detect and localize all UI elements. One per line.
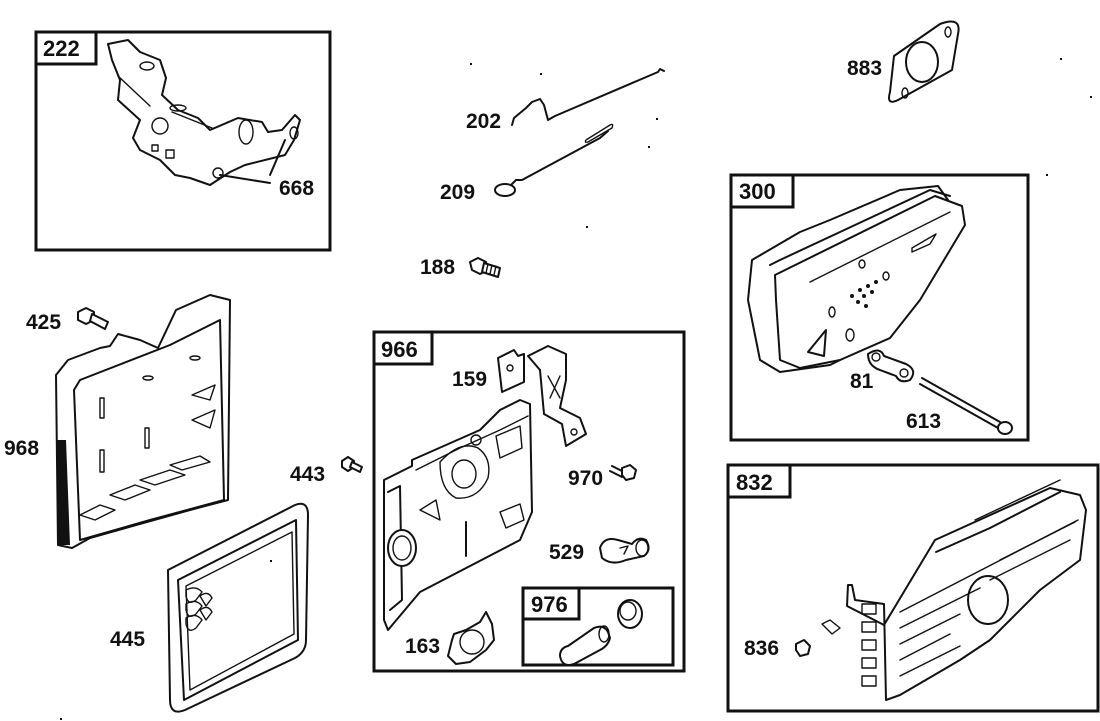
breather-grommet[interactable] [617,599,643,629]
part-970-screw[interactable] [609,464,637,481]
box-label-300[interactable]: 300 [739,179,776,204]
part-label-445[interactable]: 445 [110,628,145,651]
breather-tube[interactable] [559,625,611,666]
box-label-frame [726,463,792,499]
part-label-188[interactable]: 188 [420,256,455,279]
part-label-883[interactable]: 883 [847,57,882,80]
part-425-bolt[interactable] [77,307,109,330]
part-529-elbow[interactable] [599,537,650,564]
box-label-frame [729,173,795,209]
group-976-breather-kit: 976 [521,586,675,667]
part-445-air-filter[interactable] [167,502,309,713]
box-label-976[interactable]: 976 [531,592,568,617]
group-300-muffler: 300 81 613 [729,173,1030,442]
part-188-bolt[interactable] [469,257,501,278]
muffler-drawing[interactable] [747,185,966,373]
part-202-governor-link[interactable] [511,68,665,126]
box-label-222[interactable]: 222 [43,36,80,61]
part-label-970[interactable]: 970 [568,467,603,490]
group-frame [34,30,332,252]
part-label-202[interactable]: 202 [466,110,501,133]
group-966-air-cleaner-base: 966 159 970 [372,330,686,673]
part-label-159[interactable]: 159 [452,368,487,391]
part-883-exhaust-gasket[interactable] [888,20,960,103]
group-frame [372,330,686,673]
box-label-frame [521,586,581,621]
part-label-209[interactable]: 209 [440,181,475,204]
part-label-529[interactable]: 529 [549,541,584,564]
part-613-screw[interactable] [919,377,1013,435]
box-label-frame [372,330,434,366]
part-label-836[interactable]: 836 [744,637,779,660]
air-cleaner-base-drawing[interactable] [383,399,533,631]
part-label-668[interactable]: 668 [279,177,314,200]
box-label-832[interactable]: 832 [736,470,773,495]
scan-noise [60,58,1092,720]
part-label-968[interactable]: 968 [4,437,39,460]
box-label-frame [34,30,98,66]
group-222-carburetor: 222 668 [34,30,332,252]
part-159-bracket[interactable] [497,345,587,447]
part-label-425[interactable]: 425 [26,311,61,334]
muffler-guard-drawing[interactable] [821,479,1087,701]
part-163-gasket[interactable] [447,611,495,665]
group-frame [729,173,1030,442]
part-209-governor-spring[interactable] [494,123,614,197]
part-81-gasket[interactable] [867,349,915,383]
group-frame [521,586,675,667]
part-836-screw[interactable] [795,639,811,657]
group-frame [726,463,1100,713]
carburetor-drawing[interactable] [107,39,301,186]
part-label-163[interactable]: 163 [405,635,440,658]
box-label-966[interactable]: 966 [381,337,418,362]
part-label-443[interactable]: 443 [290,463,325,486]
group-832-muffler-guard: 832 836 [726,463,1100,713]
part-443-bolt[interactable] [341,456,363,473]
part-label-81[interactable]: 81 [850,370,874,393]
part-968-air-cleaner-cover[interactable] [55,294,231,549]
part-label-613[interactable]: 613 [906,410,941,433]
